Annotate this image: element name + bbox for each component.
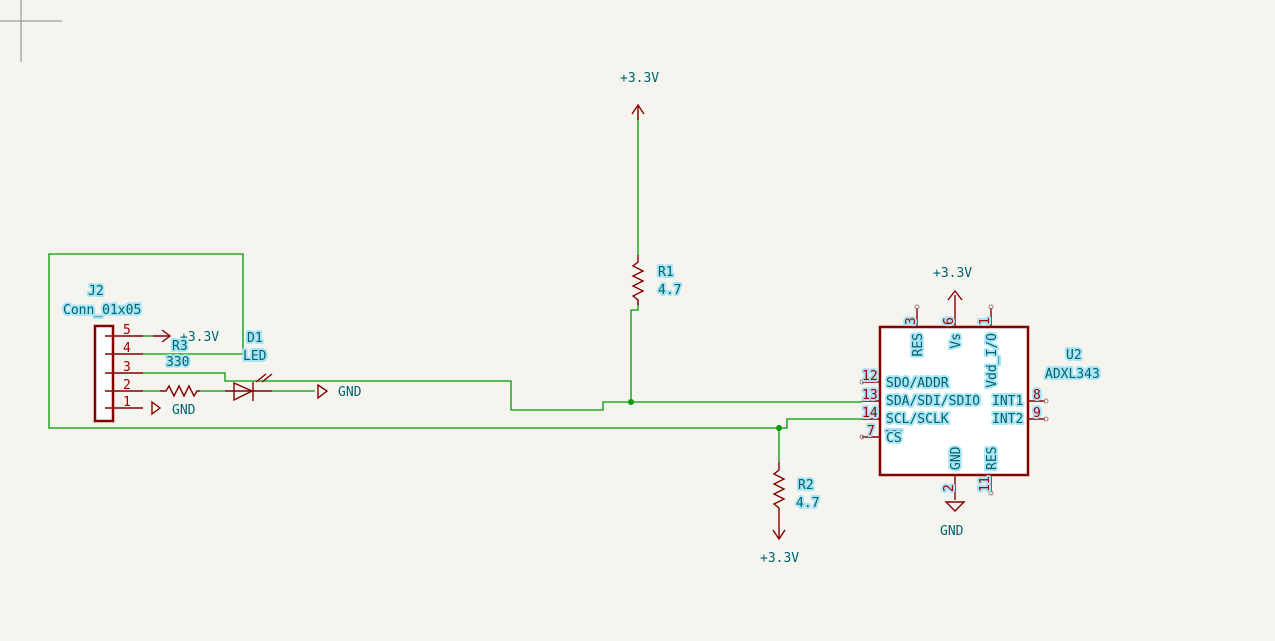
- r3-value: 330: [166, 355, 189, 370]
- u2-ref: U2: [1066, 348, 1082, 363]
- power-label: GND: [940, 524, 964, 539]
- pin-number: 4: [123, 341, 131, 356]
- pin-name: Vs: [949, 333, 964, 349]
- pin-number: 2: [123, 378, 131, 393]
- resistor-r3[interactable]: R3 330: [160, 337, 200, 398]
- gnd-symbol-led[interactable]: GND: [317, 383, 362, 400]
- u2-value: ADXL343: [1045, 367, 1100, 382]
- pin-name: SDA/SDI/SDIO: [886, 394, 980, 409]
- pin-number: 7: [867, 424, 875, 439]
- r2-value: 4.7: [796, 496, 819, 511]
- d1-ref: D1: [247, 331, 263, 346]
- power-3v3-r1[interactable]: +3.3V: [620, 71, 659, 120]
- junction: [628, 399, 634, 405]
- power-label: +3.3V: [933, 266, 972, 281]
- power-label: GND: [172, 403, 196, 418]
- pin-number: 9: [1033, 406, 1041, 421]
- pin-name: RES: [911, 333, 926, 356]
- pin-name: SCL/SCLK: [886, 412, 949, 427]
- pin-number: 2: [942, 484, 957, 492]
- r3-ref: R3: [172, 339, 188, 354]
- pin-name: RES: [985, 447, 1000, 470]
- cursor-crosshair: [0, 0, 62, 62]
- pin-name: CS: [886, 431, 902, 446]
- junction: [776, 425, 782, 431]
- power-label: GND: [338, 385, 362, 400]
- pin-name: Vdd_I/O: [985, 333, 1000, 388]
- j2-value: Conn_01x05: [63, 303, 141, 318]
- d1-value: LED: [243, 349, 267, 364]
- power-3v3-r2[interactable]: +3.3V: [760, 515, 799, 566]
- resistor-r2[interactable]: R2 4.7: [772, 462, 821, 515]
- power-3v3-j2[interactable]: +3.3V: [153, 329, 219, 345]
- pin-number: 3: [904, 317, 919, 325]
- pin-name: INT1: [992, 394, 1023, 409]
- pin-number: 3: [123, 360, 131, 375]
- power-label: +3.3V: [620, 71, 659, 86]
- power-label: +3.3V: [760, 551, 799, 566]
- j2-ref: J2: [88, 284, 104, 299]
- r2-ref: R2: [798, 478, 814, 493]
- pin-number: 6: [942, 317, 957, 325]
- pin-number: 11: [978, 476, 993, 492]
- pin-number: 14: [862, 406, 878, 421]
- resistor-r1[interactable]: R1 4.7: [631, 255, 683, 305]
- pin-name: INT2: [992, 412, 1023, 427]
- connector-j2[interactable]: J2 Conn_01x05 5 4 3 2 1: [61, 282, 143, 423]
- r1-ref: R1: [658, 265, 674, 280]
- pin-number: 1: [123, 395, 131, 410]
- pin-number: 12: [862, 369, 878, 384]
- r1-value: 4.7: [658, 283, 681, 298]
- pin-name: SDO/ADDR: [886, 376, 949, 391]
- pin-number: 13: [862, 388, 878, 403]
- wires[interactable]: [48, 110, 862, 462]
- pin-number: 5: [123, 323, 131, 338]
- pin-number: 8: [1033, 388, 1041, 403]
- gnd-symbol-j2[interactable]: GND: [151, 400, 196, 418]
- ic-u2-adxl343[interactable]: +3.3V GND U2 ADXL343 3 6 1 RES Vs Vdd_I/…: [859, 266, 1102, 539]
- pin-name: GND: [949, 446, 964, 470]
- power-label: +3.3V: [180, 330, 219, 345]
- pin-number: 1: [978, 317, 993, 325]
- led-d1[interactable]: D1 LED: [225, 329, 273, 402]
